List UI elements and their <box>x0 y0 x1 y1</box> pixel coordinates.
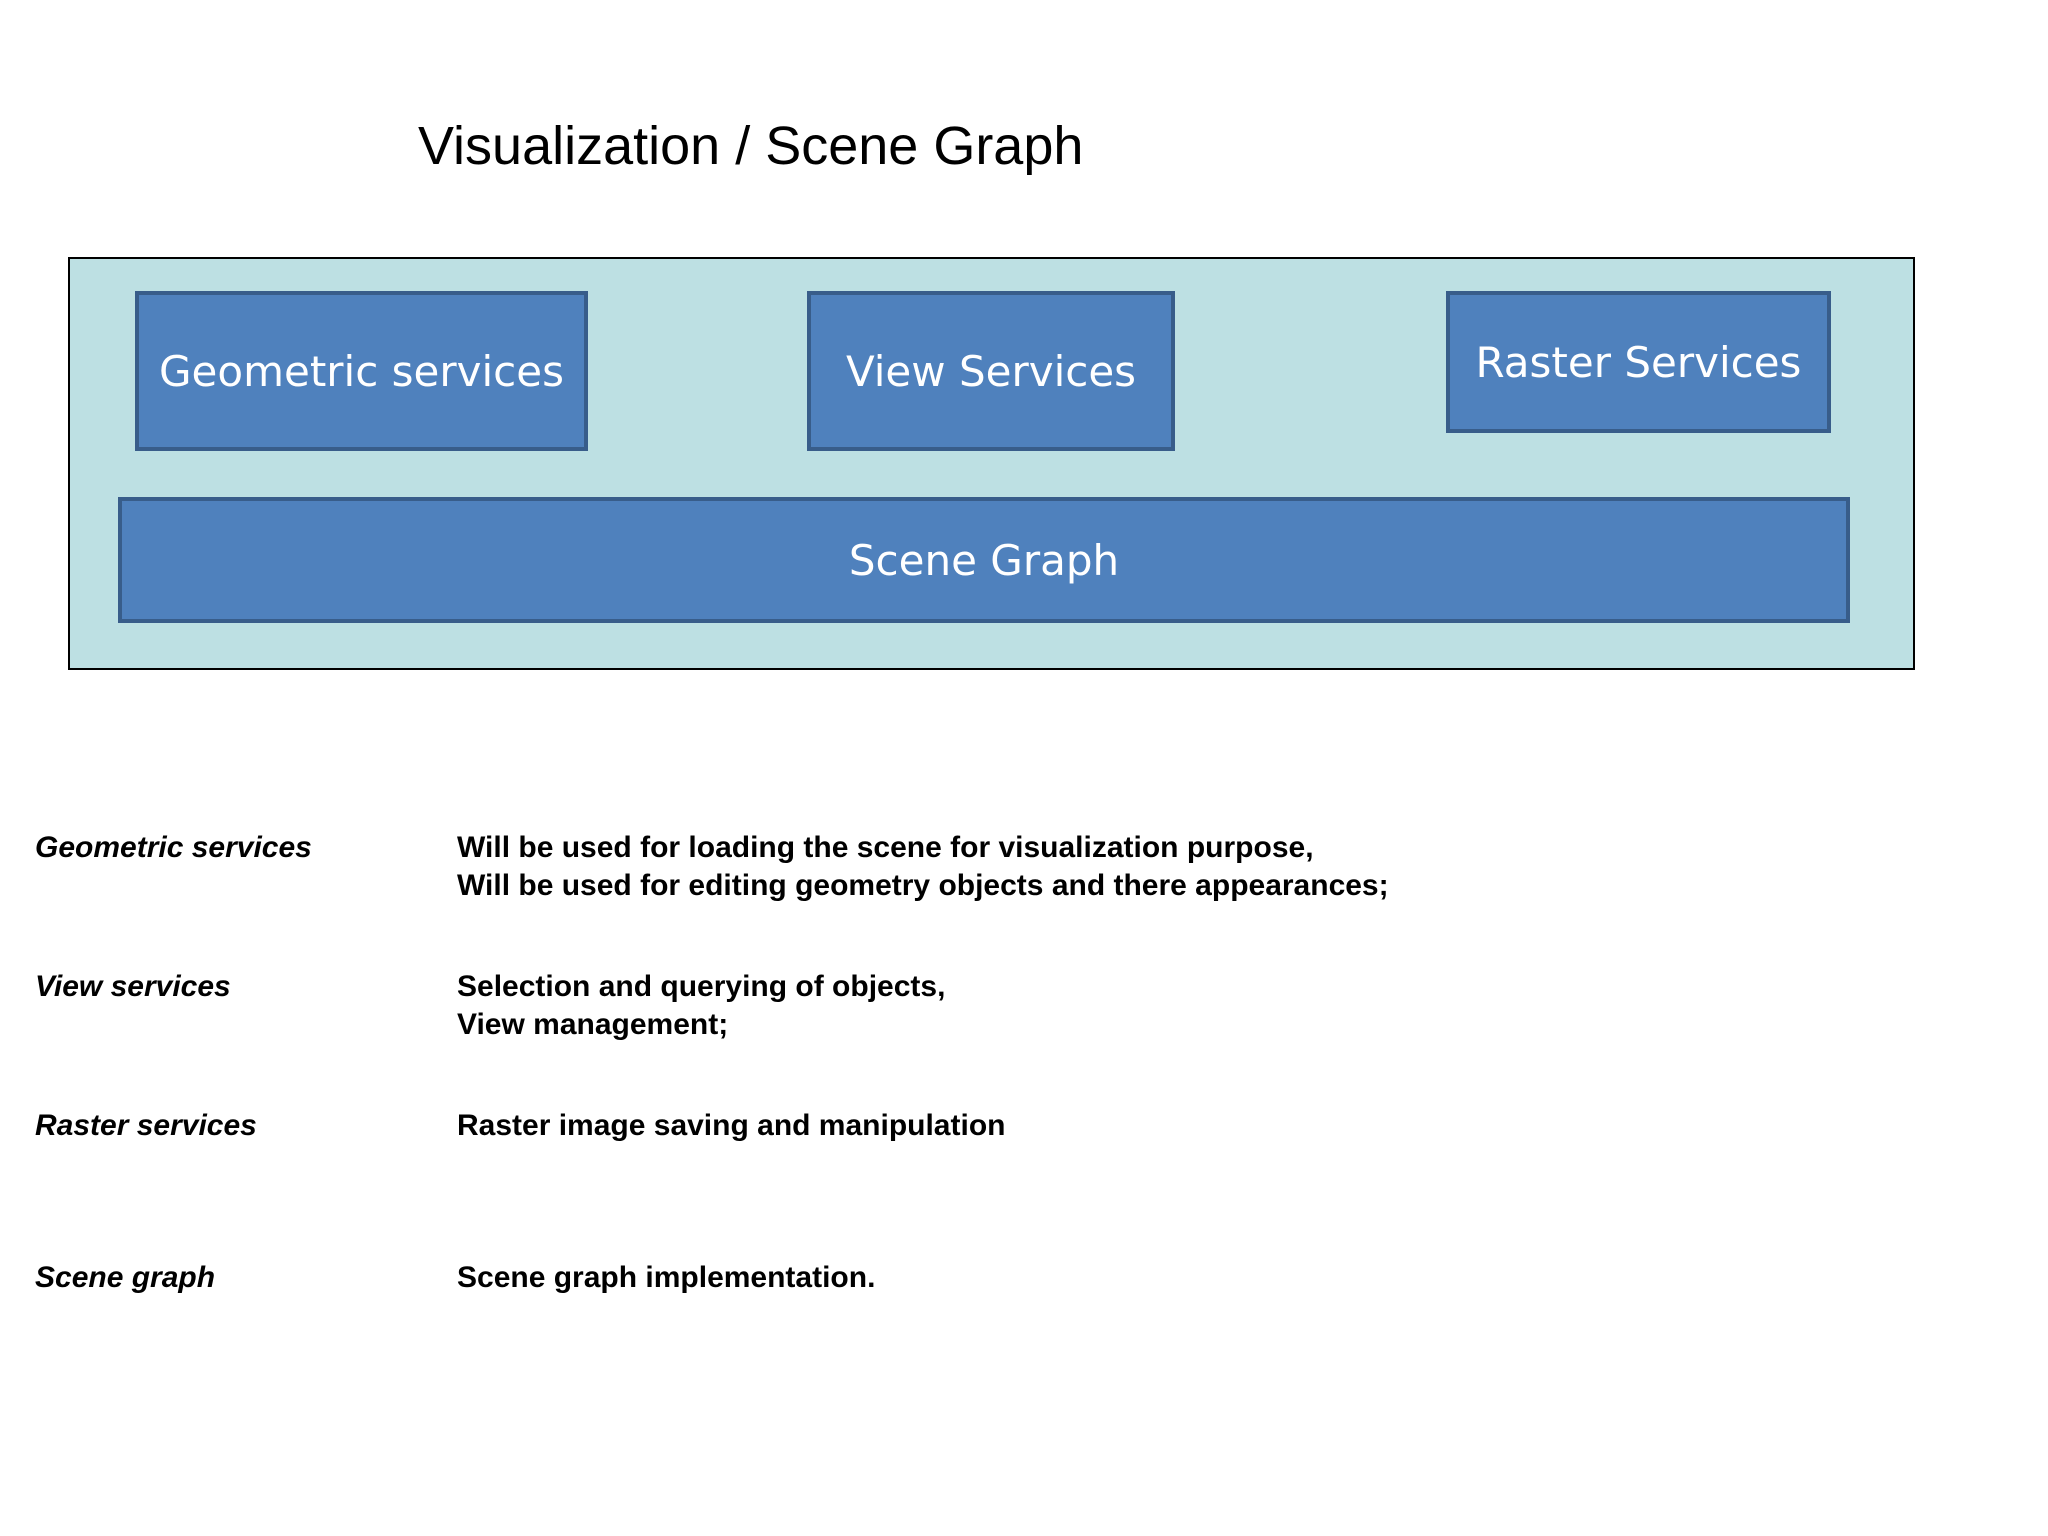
raster-services-desc-line-1: Raster image saving and manipulation <box>457 1109 1006 1142</box>
page-title: Visualization / Scene Graph <box>418 116 1084 176</box>
geometric-services-box-label: Geometric services <box>158 346 564 396</box>
raster-services-term: Raster services <box>35 1109 257 1142</box>
geometric-services-box: Geometric services <box>135 291 588 451</box>
scene-graph-box-label: Scene Graph <box>848 535 1120 585</box>
geometric-services-term: Geometric services <box>35 831 312 864</box>
scene-graph-box: Scene Graph <box>118 497 1850 623</box>
scene-graph-term: Scene graph <box>35 1261 216 1294</box>
geometric-services-desc-line-2: Will be used for editing geometry object… <box>457 869 1389 902</box>
geometric-services-desc-line-1: Will be used for loading the scene for v… <box>457 831 1314 864</box>
view-services-box-label: View Services <box>845 346 1137 396</box>
raster-services-box-label: Raster Services <box>1475 337 1802 387</box>
view-services-desc-line-2: View management; <box>457 1008 729 1041</box>
raster-services-box: Raster Services <box>1446 291 1831 433</box>
view-services-term: View services <box>35 970 231 1003</box>
view-services-box: View Services <box>807 291 1175 451</box>
view-services-desc-line-1: Selection and querying of objects, <box>457 970 946 1003</box>
scene-graph-desc-line-1: Scene graph implementation. <box>457 1261 876 1294</box>
